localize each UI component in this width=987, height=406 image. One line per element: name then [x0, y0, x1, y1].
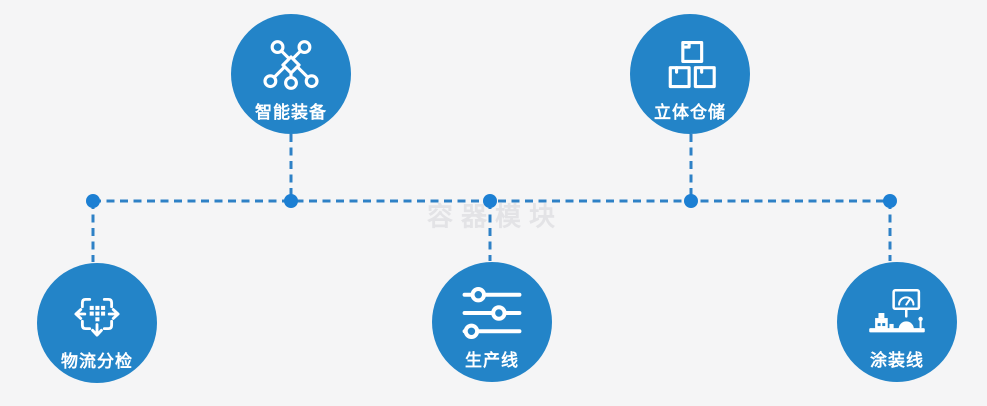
stacked-boxes-icon [658, 39, 722, 91]
junction-dot [483, 194, 497, 208]
node-label: 立体仓储 [654, 103, 726, 122]
node-label: 物流分检 [61, 352, 133, 371]
node-label: 生产线 [465, 351, 519, 370]
node-stereo-warehouse[interactable]: 立体仓储 [630, 14, 750, 134]
node-logistics-sorting[interactable]: 物流分检 [37, 263, 157, 383]
junction-dot [684, 194, 698, 208]
sort-arrows-icon [65, 288, 129, 340]
network-nodes-icon [259, 39, 323, 91]
machine-monitor-icon [865, 287, 929, 339]
junction-dot [883, 194, 897, 208]
sliders-icon [460, 287, 524, 339]
junction-dot [86, 194, 100, 208]
junction-dot [284, 194, 298, 208]
node-label: 涂装线 [870, 351, 924, 370]
node-label: 智能装备 [255, 103, 327, 122]
node-painting-line[interactable]: 涂装线 [837, 262, 957, 382]
node-production-line[interactable]: 生产线 [432, 262, 552, 382]
node-smart-equipment[interactable]: 智能装备 [231, 14, 351, 134]
